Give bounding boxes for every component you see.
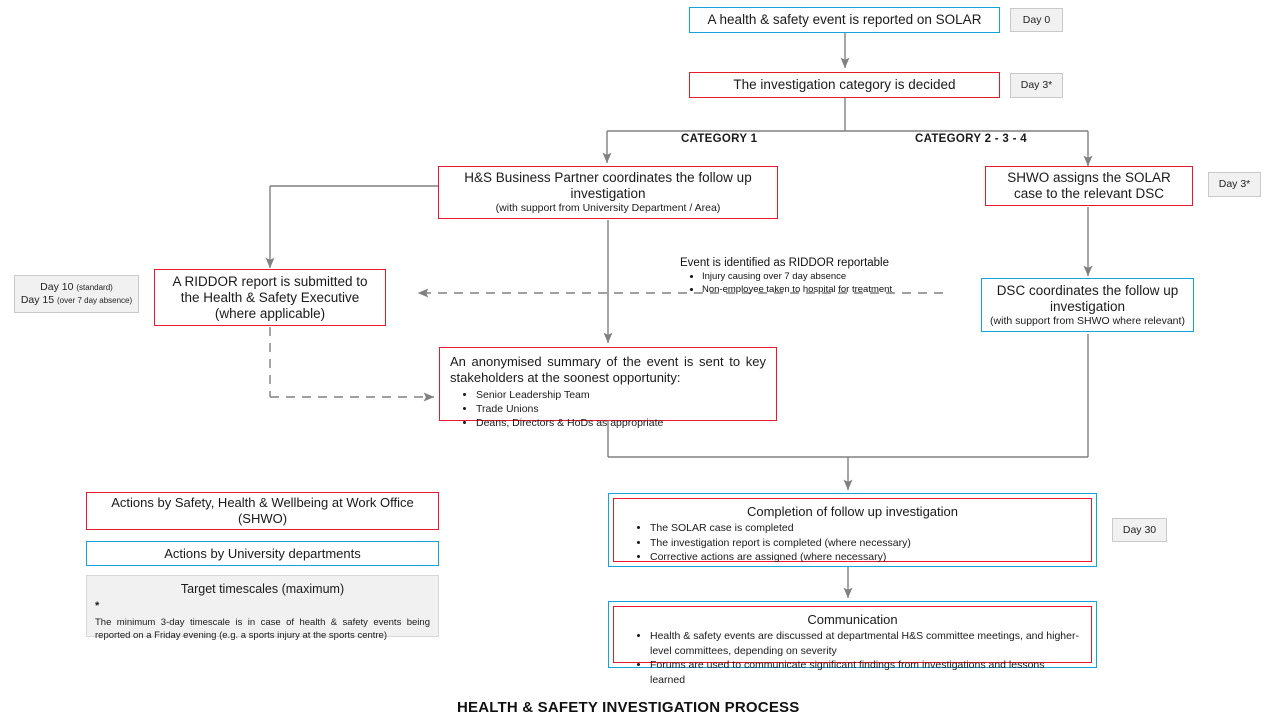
day-tag-day0: Day 0 <box>1010 8 1063 32</box>
day-tag-day30-label: Day 30 <box>1122 523 1157 536</box>
legend-departments-label: Actions by University departments <box>164 545 361 561</box>
node-completion-list: The SOLAR case is completed The investig… <box>624 521 1081 565</box>
node-completion-inner: Completion of follow up investigation Th… <box>613 498 1092 565</box>
page-title: HEALTH & SAFETY INVESTIGATION PROCESS <box>457 699 800 716</box>
node-dsc-title: DSC coordinates the follow up investigat… <box>996 282 1179 314</box>
node-event-reported[interactable]: A health & safety event is reported on S… <box>689 7 1000 33</box>
legend-shwo-label: Actions by Safety, Health & Wellbeing at… <box>111 495 414 526</box>
node-anonymised-summary-item: Trade Unions <box>476 402 766 416</box>
node-shwo-assigns[interactable]: SHWO assigns the SOLAR case to the relev… <box>985 166 1193 206</box>
node-completion-item: The SOLAR case is completed <box>650 521 1081 536</box>
day-tag-day3-top-label: Day 3* <box>1020 79 1053 91</box>
node-anonymised-summary-list: Senior Leadership Team Trade Unions Dean… <box>450 388 766 430</box>
branch-label-category-1: CATEGORY 1 <box>681 133 758 145</box>
day-tag-day0-label: Day 0 <box>1022 13 1051 26</box>
day-tag-day15-note: (over 7 day absence) <box>57 296 133 305</box>
riddor-criteria-note: Event is identified as RIDDOR reportable… <box>680 256 950 296</box>
node-communication-list: Health & safety events are discussed at … <box>624 629 1081 687</box>
node-dsc-subtitle: (with support from SHWO where relevant) <box>990 314 1185 327</box>
node-anonymised-summary-item: Senior Leadership Team <box>476 388 766 402</box>
node-completion-item: Corrective actions are assigned (where n… <box>650 550 1081 565</box>
node-category-decided-label: The investigation category is decided <box>733 77 956 92</box>
node-hsbp-coordinates[interactable]: H&S Business Partner coordinates the fol… <box>438 166 778 219</box>
day-tag-day3-right-label: Day 3* <box>1218 178 1251 190</box>
node-completion-item: The investigation report is completed (w… <box>650 536 1081 551</box>
day-tag-day10-main: Day 10 <box>40 281 74 293</box>
day-tag-day10-line: Day 10 (standard) <box>40 281 113 294</box>
node-communication-inner: Communication Health & safety events are… <box>613 606 1092 686</box>
day-tag-day10-15: Day 10 (standard) Day 15 (over 7 day abs… <box>14 275 139 313</box>
node-dsc-coordinates[interactable]: DSC coordinates the follow up investigat… <box>981 278 1194 332</box>
node-completion-heading: Completion of follow up investigation <box>746 504 958 519</box>
day-tag-day15-line: Day 15 (over 7 day absence) <box>21 294 132 307</box>
riddor-criteria-list: Injury causing over 7 day absence Non-em… <box>680 271 950 296</box>
legend-timescales-asterisk: * <box>95 600 100 612</box>
node-communication-heading: Communication <box>807 612 898 627</box>
node-anonymised-summary[interactable]: An anonymised summary of the event is se… <box>439 347 777 429</box>
riddor-criteria-item: Injury causing over 7 day absence <box>702 271 950 284</box>
legend-timescales-body: The minimum 3-day timescale is in case o… <box>95 617 430 641</box>
branch-label-category-234: CATEGORY 2 - 3 - 4 <box>915 133 1027 145</box>
node-communication-item: Forums are used to communicate significa… <box>650 658 1081 687</box>
node-riddor-report[interactable]: A RIDDOR report is submitted to the Heal… <box>154 269 386 326</box>
node-completion[interactable]: Completion of follow up investigation Th… <box>608 493 1097 567</box>
node-hsbp-title: H&S Business Partner coordinates the fol… <box>464 170 752 201</box>
node-anonymised-summary-heading: An anonymised summary of the event is se… <box>450 354 766 385</box>
node-communication-item: Health & safety events are discussed at … <box>650 629 1081 658</box>
node-hsbp-subtitle: (with support from University Department… <box>495 202 721 214</box>
legend-timescales-heading: Target timescales (maximum) <box>180 582 345 596</box>
day-tag-day3-right: Day 3* <box>1208 172 1261 197</box>
node-anonymised-summary-item: Deans, Directors & HoDs as appropriate <box>476 416 766 430</box>
legend-shwo: Actions by Safety, Health & Wellbeing at… <box>86 492 439 530</box>
node-riddor-report-label: A RIDDOR report is submitted to the Heal… <box>172 273 368 321</box>
riddor-criteria-item: Non-employee taken to hospital for treat… <box>702 284 950 297</box>
legend-departments: Actions by University departments <box>86 541 439 566</box>
day-tag-day3-top: Day 3* <box>1010 73 1063 98</box>
node-shwo-assigns-label: SHWO assigns the SOLAR case to the relev… <box>1007 170 1171 201</box>
day-tag-day10-note: (standard) <box>76 283 113 292</box>
riddor-criteria-heading: Event is identified as RIDDOR reportable <box>680 257 890 269</box>
legend-target-timescales: Target timescales (maximum) * The minimu… <box>86 575 439 641</box>
node-communication[interactable]: Communication Health & safety events are… <box>608 601 1097 686</box>
node-category-decided[interactable]: The investigation category is decided <box>689 72 1000 98</box>
day-tag-day30: Day 30 <box>1112 518 1167 542</box>
day-tag-day15-main: Day 15 <box>20 294 55 306</box>
node-event-reported-label: A health & safety event is reported on S… <box>707 12 982 27</box>
